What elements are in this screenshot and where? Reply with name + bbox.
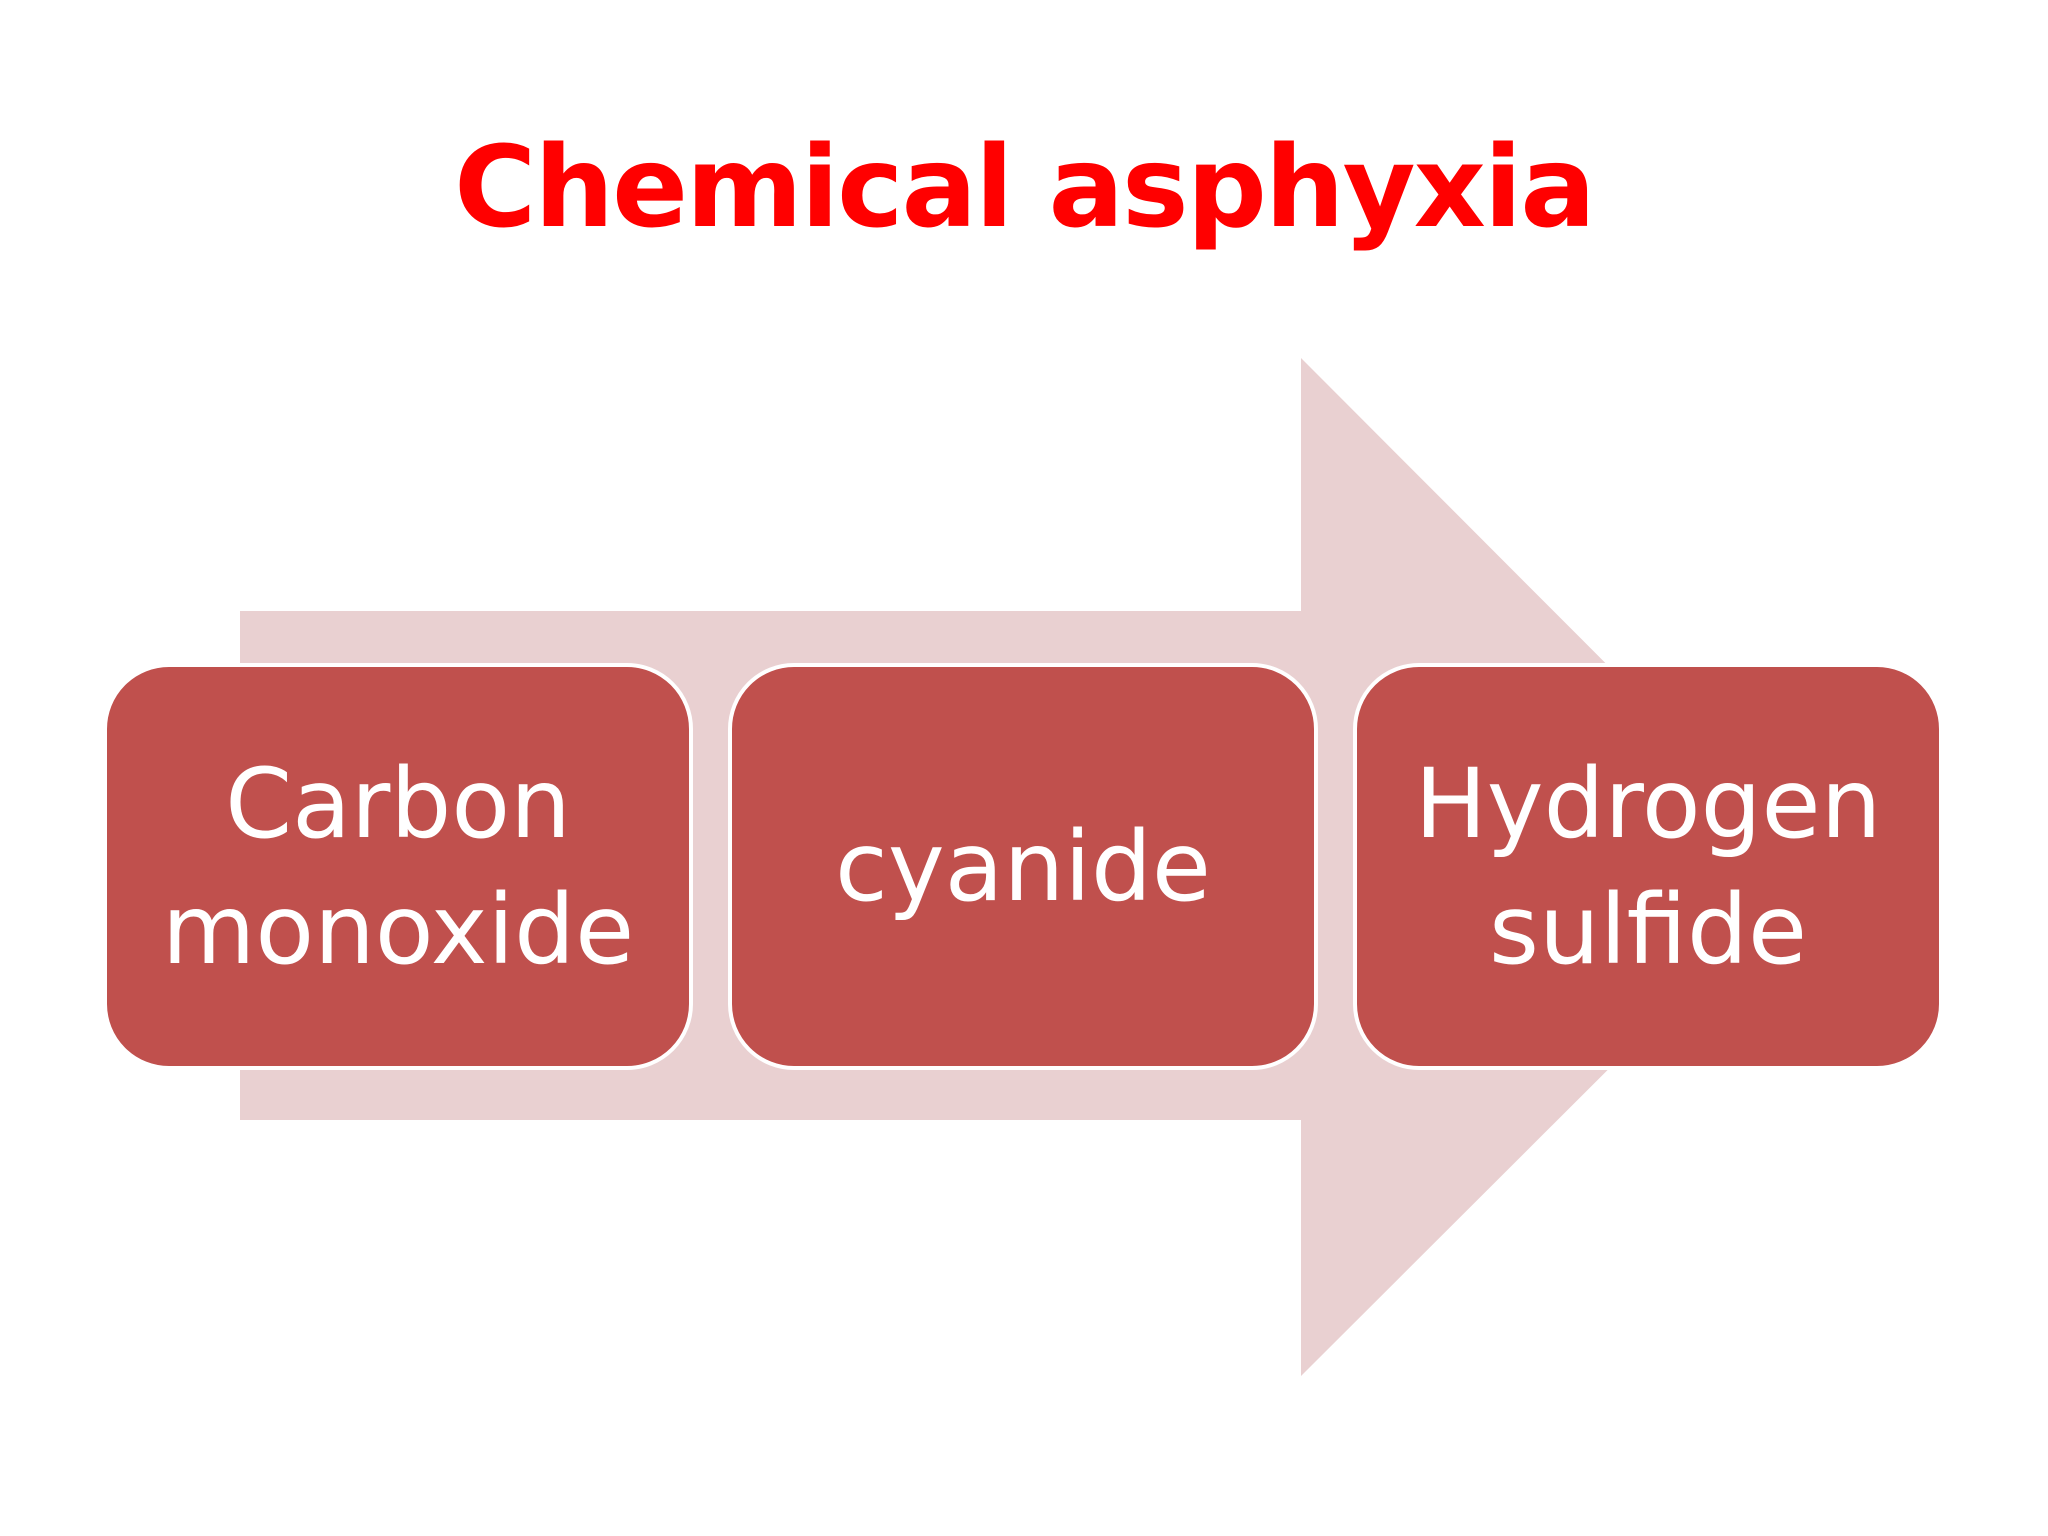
process-step-3-label: Hydrogen sulfide <box>1414 747 1882 986</box>
process-step-1: Carbon monoxide <box>103 663 693 1070</box>
process-step-3: Hydrogen sulfide <box>1353 663 1943 1070</box>
slide-title: Chemical asphyxia <box>454 123 1596 253</box>
process-step-2: cyanide <box>728 663 1318 1070</box>
process-step-1-label: Carbon monoxide <box>161 747 635 986</box>
process-step-2-label: cyanide <box>835 810 1211 923</box>
